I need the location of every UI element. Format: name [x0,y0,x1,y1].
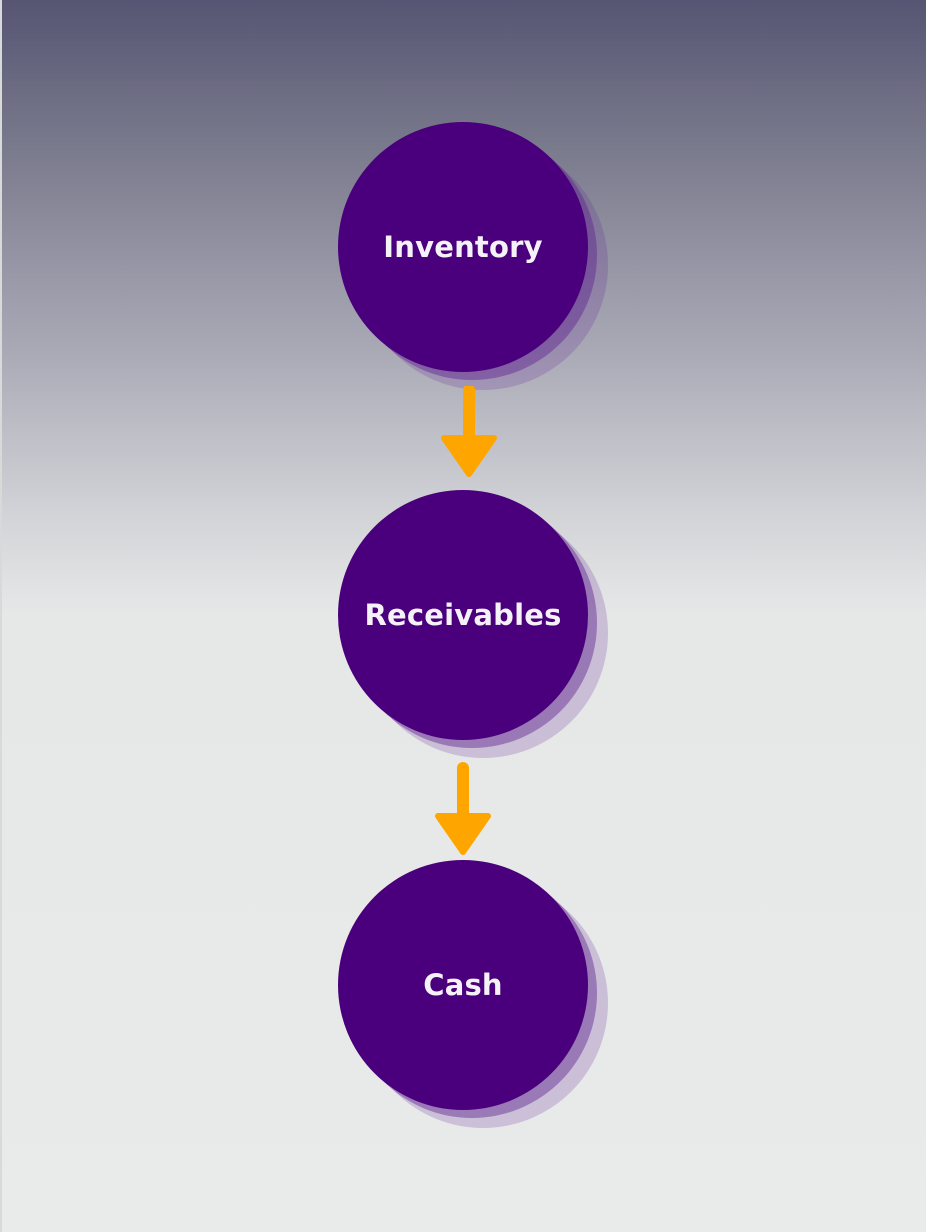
node-circle: Receivables [338,490,588,740]
down-arrow-icon [441,386,497,477]
node-inventory: Inventory [338,122,608,390]
node-circle: Cash [338,860,588,1110]
down-arrow-icon [435,762,491,855]
left-border [0,0,2,1232]
node-label-receivables: Receivables [364,598,562,632]
node-label-cash: Cash [423,968,503,1002]
node-circle: Inventory [338,122,588,372]
node-receivables: Receivables [338,490,608,758]
node-cash: Cash [338,860,608,1128]
right-border [926,0,928,1232]
node-label-inventory: Inventory [383,230,543,264]
